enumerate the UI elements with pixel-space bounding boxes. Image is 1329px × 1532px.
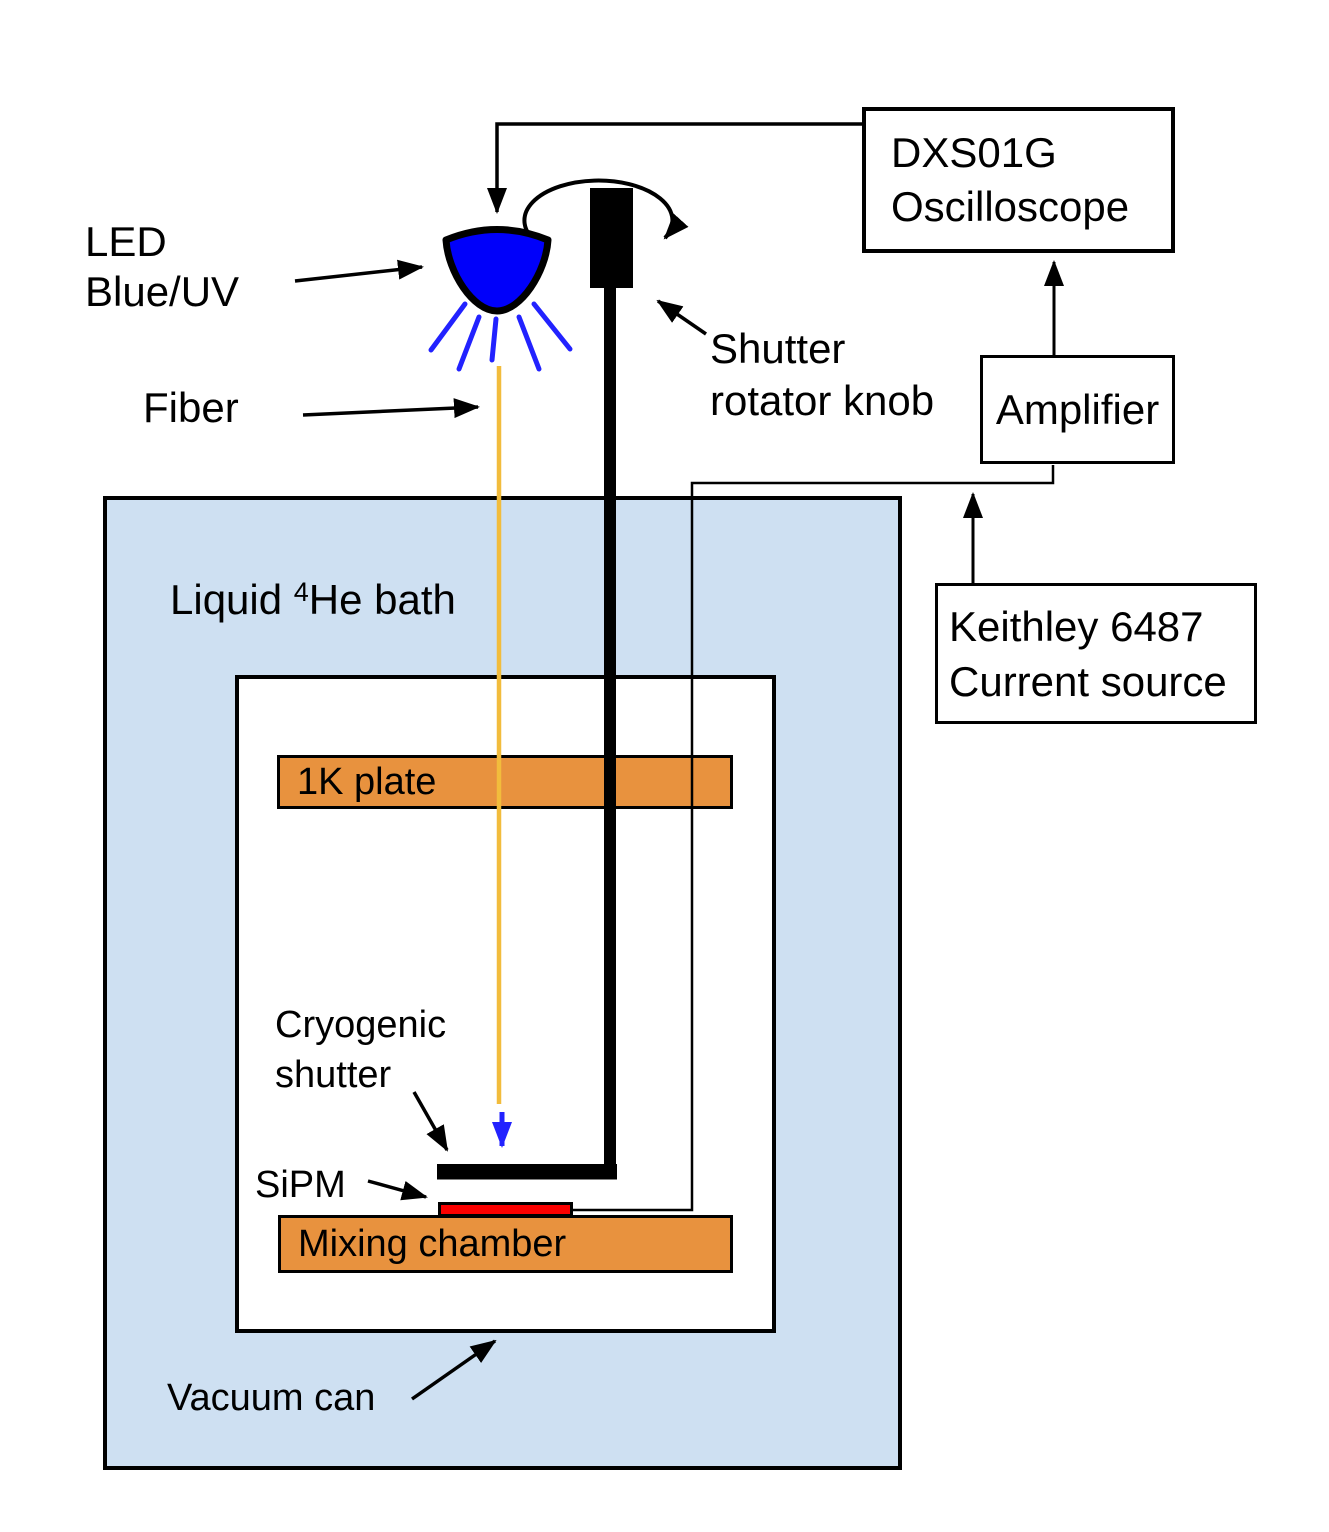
arrow-fiber-label	[302, 398, 480, 419]
amplifier-label: Amplifier	[995, 385, 1160, 433]
led-light-rays	[428, 301, 573, 372]
arrow-shutter-knob-label	[656, 299, 707, 336]
cryogenic-shutter-blade	[437, 1164, 617, 1180]
mixing-chamber: Mixing chamber	[278, 1215, 733, 1273]
mixing-chamber-label: Mixing chamber	[298, 1222, 567, 1265]
bath-label: Liquid 4He bath	[170, 576, 456, 623]
arrow-cryo-shutter-label	[412, 1091, 449, 1152]
cryogenic-shutter-label: Cryogenic shutter	[275, 1004, 447, 1096]
wire-sipm-to-amplifier	[573, 465, 1055, 1212]
isotope-superscript: 4	[293, 577, 309, 607]
sipm-chip	[438, 1202, 573, 1217]
light-ray	[531, 301, 573, 352]
wire-oscilloscope-to-led	[487, 122, 862, 214]
rotation-arc-icon	[522, 178, 689, 244]
arrow-led-label	[294, 259, 424, 283]
shutter-rotator-knob	[590, 188, 633, 288]
light-ray	[489, 316, 499, 363]
light-ray	[456, 314, 482, 372]
vacuum-can-label: Vacuum can	[167, 1377, 376, 1419]
light-ray	[428, 301, 468, 353]
oscilloscope-label-line1: DXS01G	[891, 129, 1057, 176]
sipm-label: SiPM	[255, 1164, 346, 1206]
amplifier-box: Amplifier	[980, 355, 1175, 464]
light-ray	[516, 314, 542, 372]
shutter-knob-label: Shutter rotator knob	[710, 325, 935, 424]
oscilloscope-label-line2: Oscilloscope	[891, 183, 1130, 230]
plate-1k-label: 1K plate	[297, 760, 437, 803]
arrow-vacuum-can-label	[410, 1339, 497, 1401]
current-source-box: Keithley 6487 Current source	[935, 583, 1257, 724]
shutter-rod	[604, 288, 616, 1179]
led-label: LED Blue/UV	[85, 218, 240, 315]
fiber-label: Fiber	[143, 384, 239, 431]
oscilloscope-box: DXS01G Oscilloscope	[862, 107, 1175, 253]
arrow-sipm-label	[367, 1179, 428, 1201]
label-arrows	[294, 259, 707, 1401]
current-source-label-line2: Current source	[949, 657, 1227, 705]
led-shape	[442, 226, 552, 315]
plate-1k: 1K plate	[277, 755, 733, 809]
current-source-label-line1: Keithley 6487	[949, 602, 1204, 650]
